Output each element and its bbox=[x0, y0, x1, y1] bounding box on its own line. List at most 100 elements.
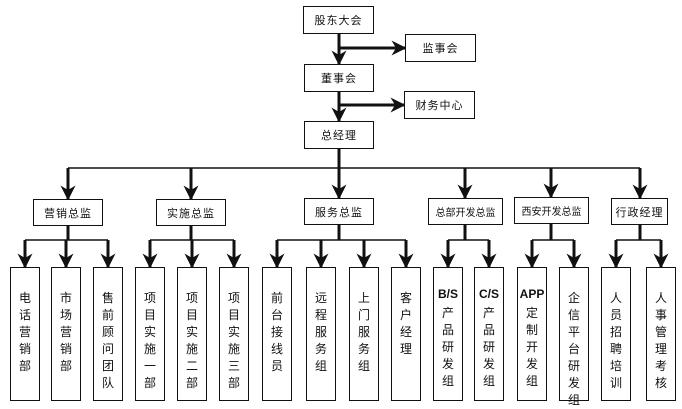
node-label-char: 施 bbox=[227, 342, 240, 356]
node-label-char: 员 bbox=[609, 308, 622, 322]
node-label-latin: C/S bbox=[478, 287, 499, 301]
node-label-char: 团 bbox=[101, 359, 114, 373]
node-label-char: 务 bbox=[314, 342, 327, 356]
node-sales-director: 营销总监 bbox=[33, 199, 103, 226]
node-team: 市场营销部 bbox=[51, 267, 81, 401]
node-label-char: 线 bbox=[270, 342, 283, 356]
node-label-char: 组 bbox=[482, 374, 495, 388]
node-label-char: 市 bbox=[59, 291, 72, 305]
node-label-char: 项 bbox=[185, 291, 198, 305]
node-label: 监事会 bbox=[422, 42, 459, 55]
node-label-char: 发 bbox=[441, 357, 454, 371]
node-label-char: 招 bbox=[609, 325, 622, 339]
node-label-char: 组 bbox=[357, 359, 370, 373]
node-label-char: 组 bbox=[567, 393, 580, 407]
node-label-char: 研 bbox=[567, 359, 580, 373]
node-label-char: 前 bbox=[270, 291, 283, 305]
node-label-char: 事 bbox=[654, 308, 667, 322]
node-label-char: 发 bbox=[525, 357, 538, 371]
node-label: 总经理 bbox=[321, 129, 357, 142]
node-label-char: 研 bbox=[482, 340, 495, 354]
node-label-char: 员 bbox=[270, 359, 283, 373]
node-team: 电话营销部 bbox=[10, 267, 40, 401]
node-label-char: 发 bbox=[482, 357, 495, 371]
node-label-char: 人 bbox=[609, 291, 622, 305]
node-label-char: 训 bbox=[609, 376, 622, 390]
node-label: 营销总监 bbox=[44, 206, 92, 220]
node-label-latin: APP bbox=[519, 287, 545, 301]
node-label-char: 项 bbox=[143, 291, 156, 305]
node-label-char: 营 bbox=[59, 325, 72, 339]
node-label-char: 信 bbox=[567, 308, 580, 322]
node-label-char: 接 bbox=[270, 325, 283, 339]
node-label-char: 开 bbox=[525, 340, 538, 354]
node-label-char: 部 bbox=[185, 376, 198, 390]
node-label-char: 营 bbox=[18, 325, 31, 339]
node-label-char: 场 bbox=[59, 308, 72, 322]
node-label: 实施总监 bbox=[167, 206, 215, 220]
node-label-char: 理 bbox=[399, 342, 412, 356]
node-label-char: 队 bbox=[101, 376, 114, 390]
node-label-char: 服 bbox=[314, 325, 327, 339]
node-label-char: 人 bbox=[654, 291, 667, 305]
node-label-char: 组 bbox=[314, 359, 327, 373]
node-label-char: 部 bbox=[227, 376, 240, 390]
node-label-char: 企 bbox=[567, 291, 580, 305]
node-label: 总部开发总监 bbox=[435, 208, 496, 219]
node-label-char: 聘 bbox=[609, 342, 622, 356]
node-label-char: 培 bbox=[609, 359, 622, 373]
node-supervisors: 监事会 bbox=[405, 34, 476, 62]
node-label: 财务中心 bbox=[415, 99, 464, 112]
node-label-char: 程 bbox=[314, 308, 327, 322]
node-label-char: 销 bbox=[59, 342, 72, 356]
node-team: 客户经理 bbox=[391, 267, 421, 401]
node-xian-dev-director: 西安开发总监 bbox=[514, 197, 589, 224]
node-label-char: 部 bbox=[143, 376, 156, 390]
node-label-char: 问 bbox=[101, 342, 114, 356]
node-implementation-director: 实施总监 bbox=[156, 199, 226, 226]
node-label-char: 电 bbox=[18, 291, 31, 305]
node-label-char: 上 bbox=[357, 291, 370, 305]
node-label-char: 核 bbox=[654, 376, 667, 390]
node-team: 项目实施一部 bbox=[135, 267, 165, 401]
node-label-char: 目 bbox=[227, 308, 240, 322]
node-label-char: 售 bbox=[101, 291, 114, 305]
node-label-char: 实 bbox=[227, 325, 240, 339]
node-label-char: 二 bbox=[185, 359, 198, 373]
node-finance-center: 财务中心 bbox=[404, 91, 475, 119]
node-label-char: 制 bbox=[525, 323, 538, 337]
node-label: 股东大会 bbox=[314, 14, 363, 27]
node-team: APP 定制开发组 bbox=[517, 267, 547, 401]
node-label-char: 品 bbox=[482, 323, 495, 337]
node-label-char: 三 bbox=[227, 359, 240, 373]
node-label-char: 前 bbox=[101, 308, 114, 322]
node-team: 上门服务组 bbox=[349, 267, 379, 401]
node-label-char: 目 bbox=[185, 308, 198, 322]
node-label-char: 产 bbox=[441, 306, 454, 320]
node-label-char: 务 bbox=[357, 342, 370, 356]
node-label-char: 台 bbox=[270, 308, 283, 322]
node-label-char: 考 bbox=[654, 359, 667, 373]
node-hq-dev-director: 总部开发总监 bbox=[428, 198, 503, 225]
node-label-char: 户 bbox=[399, 308, 412, 322]
node-team: 售前顾问团队 bbox=[93, 267, 123, 401]
node-team: 前台接线员 bbox=[262, 267, 292, 401]
node-label-char: 实 bbox=[185, 325, 198, 339]
node-service-director: 服务总监 bbox=[304, 198, 374, 225]
node-team: 远程服务组 bbox=[306, 267, 336, 401]
node-label-char: 定 bbox=[525, 306, 538, 320]
node-label-char: 目 bbox=[143, 308, 156, 322]
node-label-char: 组 bbox=[525, 374, 538, 388]
node-label-char: 施 bbox=[185, 342, 198, 356]
node-label-char: 产 bbox=[482, 306, 495, 320]
node-label-char: 门 bbox=[357, 308, 370, 322]
node-admin-manager: 行政经理 bbox=[611, 198, 668, 225]
node-shareholders: 股东大会 bbox=[303, 6, 374, 34]
node-label-char: 顾 bbox=[101, 325, 114, 339]
node-label-char: 平 bbox=[567, 325, 580, 339]
node-label-char: 远 bbox=[314, 291, 327, 305]
node-label-latin: B/S bbox=[437, 287, 458, 301]
node-label-char: 销 bbox=[18, 342, 31, 356]
